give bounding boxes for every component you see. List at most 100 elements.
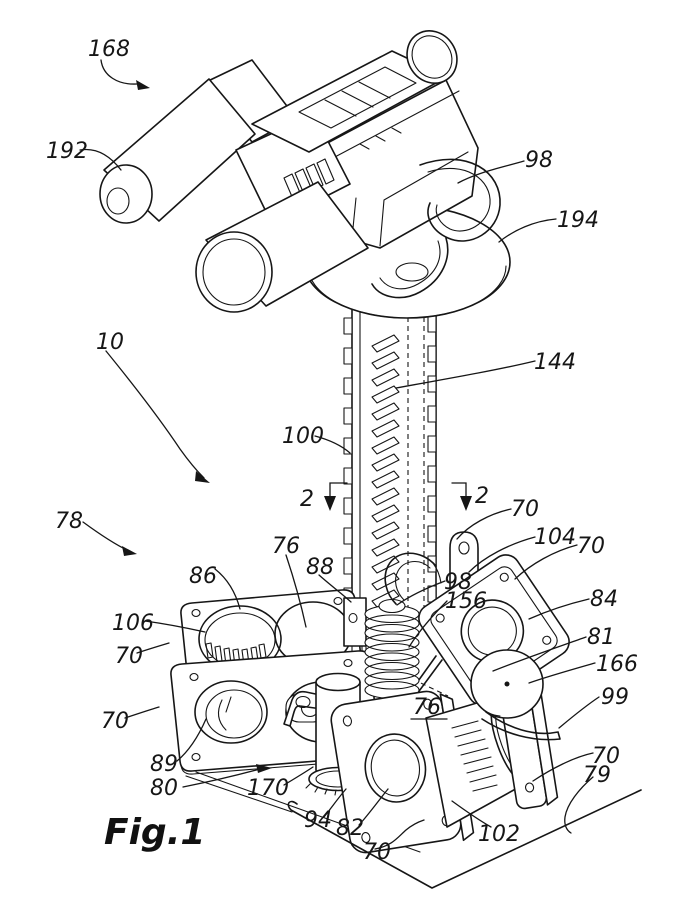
leader-98-mid	[396, 580, 446, 606]
ref-numeral-70-f: 70	[363, 840, 391, 865]
turntable-plate-rim	[307, 265, 507, 319]
leader-194	[498, 218, 557, 243]
ref-numeral-99: 99	[601, 685, 629, 710]
horizontal-cylinder-vents	[451, 720, 498, 792]
cable-band	[481, 711, 561, 741]
ref-numeral-102: 102	[478, 822, 520, 847]
leader-170	[283, 766, 314, 786]
ref-numeral-70-c: 70	[115, 644, 143, 669]
hook-lower-loop-inner	[379, 240, 441, 290]
ref-numeral-88: 88	[306, 555, 334, 580]
hook-lower-loop	[371, 237, 449, 299]
ref-numeral-10: 10	[96, 330, 124, 355]
section-markers	[324, 482, 472, 511]
ref-numeral-170: 170	[247, 776, 289, 801]
disc-center-dot	[504, 681, 510, 687]
ref-numeral-70-a: 70	[511, 497, 539, 522]
leader-100	[314, 435, 351, 454]
ref-numeral-81: 81	[587, 625, 615, 650]
ref-numeral-104: 104	[534, 525, 576, 550]
slide-bracket-hole	[348, 612, 358, 624]
tilted-plate-bolt-holes	[435, 572, 552, 645]
leader-70-e	[532, 752, 594, 782]
lens-cylinder-cap	[195, 231, 273, 313]
top-rail-rungs	[324, 81, 391, 117]
leader-70-b	[514, 544, 578, 580]
top-rail-slot	[298, 66, 417, 129]
ref-numeral-70-b: 70	[577, 534, 605, 559]
arrowhead-168	[136, 80, 150, 90]
leader-86	[214, 568, 241, 610]
leader-102	[451, 800, 492, 828]
mount-tab-hole	[458, 541, 470, 555]
leader-106	[144, 620, 206, 633]
ref-numeral-89: 89	[150, 752, 178, 777]
column-mast	[343, 290, 437, 621]
upper-cylinder-nozzle	[106, 187, 130, 215]
leader-70-d	[124, 706, 160, 719]
ref-numeral-194: 194	[557, 208, 599, 233]
ref-numeral-168: 168	[88, 37, 130, 62]
leader-78	[82, 521, 130, 552]
leader-156	[408, 600, 448, 648]
reference-numerals: 168 192 98 194 10 144 100 2 2 78 70 104 …	[46, 37, 638, 865]
vertical-cylinder-top	[315, 672, 361, 692]
figure-caption: Fig.1	[104, 812, 205, 853]
plate-hook-hole	[395, 262, 429, 282]
lower-hook-inner	[395, 561, 442, 601]
leader-166	[528, 662, 596, 684]
flange-82-bore-inner	[370, 739, 421, 797]
hook-outer	[419, 158, 501, 242]
spring-coil	[364, 604, 420, 700]
section-marker-right-bracket	[451, 482, 467, 499]
rear-plate-bolt-holes	[191, 596, 352, 686]
leader-82	[358, 788, 389, 826]
ref-numeral-156: 156	[445, 589, 487, 614]
lower-hook-outer	[384, 552, 437, 605]
base-assembly	[170, 531, 642, 889]
ref-numeral-76-top: 76	[272, 534, 300, 559]
ref-numeral-82: 82	[336, 816, 364, 841]
leader-70-c	[136, 642, 170, 654]
arrowhead-80	[256, 764, 272, 773]
ref-numeral-84: 84	[590, 587, 618, 612]
leader-81	[492, 636, 587, 672]
ref-numeral-144: 144	[534, 350, 576, 375]
front-plate-left-bore-inner	[205, 689, 263, 739]
leader-89	[176, 718, 207, 762]
leader-192	[79, 148, 122, 171]
rail-end-cylinder	[406, 30, 458, 84]
leader-84	[528, 598, 590, 620]
column-vent-slots	[371, 334, 400, 608]
tool-body-vents	[359, 127, 402, 150]
leader-104	[468, 536, 536, 573]
ref-numeral-94: 94	[304, 808, 332, 833]
section-marker-left-bracket	[329, 482, 348, 499]
ref-numeral-192: 192	[46, 139, 88, 164]
rail-end-cap-outer	[406, 30, 458, 84]
front-plate-bolt-holes	[189, 658, 363, 762]
leader-99	[558, 696, 600, 729]
side-arm-hole	[295, 695, 311, 709]
ground-plane-outline	[287, 789, 642, 889]
leader-98-top	[457, 160, 525, 184]
leader-80	[182, 768, 261, 788]
rail-end-cap-inner	[411, 35, 453, 79]
leader-70-a	[456, 508, 512, 540]
section-marker-right-arrowhead	[460, 496, 472, 511]
hook-inner	[427, 167, 491, 232]
leader-168	[100, 59, 138, 85]
leader-79	[564, 776, 594, 834]
ref-numeral-70-d: 70	[101, 709, 129, 734]
leader-144	[395, 360, 536, 389]
ref-numeral-100: 100	[282, 424, 324, 449]
front-plate-thickness	[180, 759, 369, 775]
leader-10	[105, 350, 205, 479]
head-assembly	[99, 30, 511, 319]
ref-numeral-86: 86	[189, 564, 217, 589]
leader-88	[318, 574, 352, 603]
left-bore-detail	[217, 696, 232, 731]
leader-lines	[79, 59, 600, 850]
leader-94	[323, 788, 347, 818]
ref-numeral-106: 106	[112, 611, 154, 636]
